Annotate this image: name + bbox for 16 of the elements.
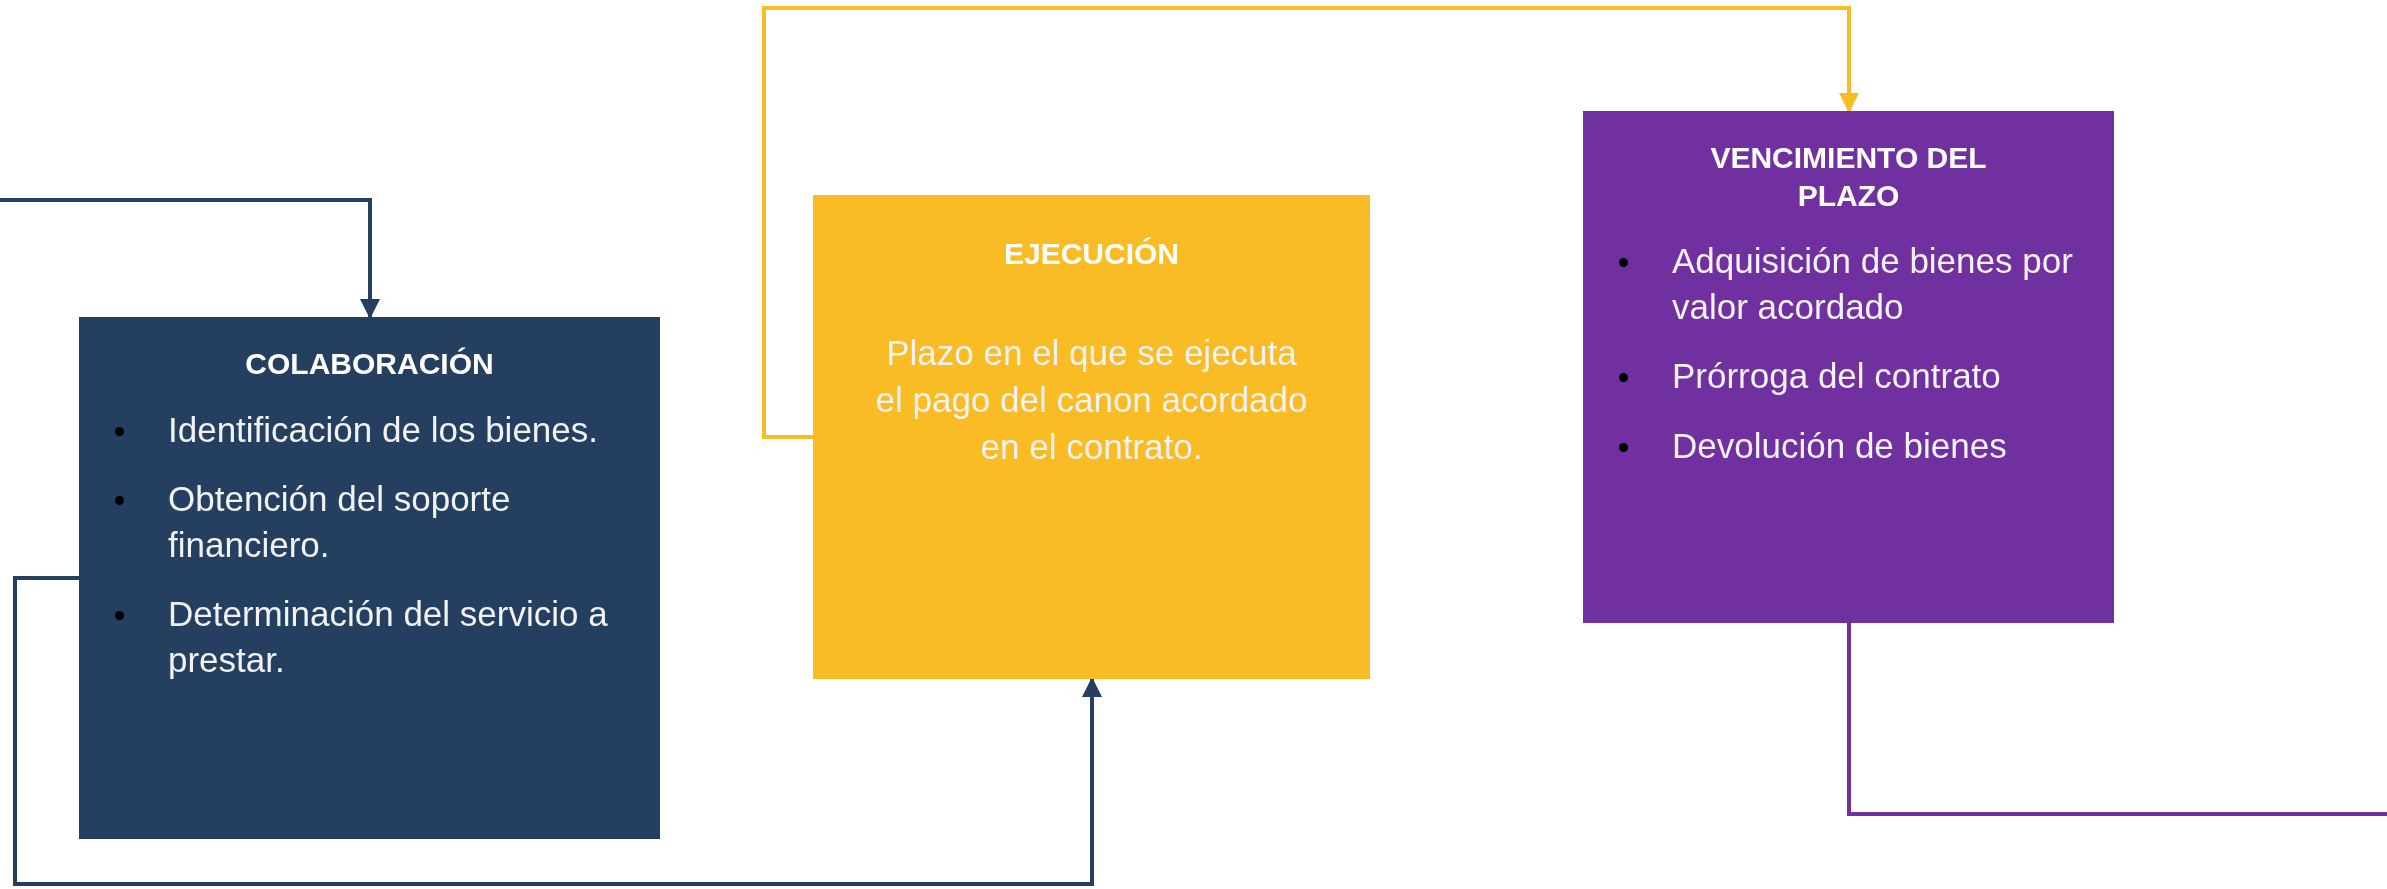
process-box [813,195,1370,679]
bullet-text: Prórroga del contrato [1672,355,2001,397]
box-heading: VENCIMIENTO DEL PLAZO [1709,140,1988,214]
process-box [1583,111,2114,623]
connector-arrow [762,6,1859,439]
bullet-text: Adquisición de bienes por valor acordado [1672,240,2074,328]
bullet-text: Determinación del servicio a prestar. [168,593,609,681]
bullet-text: Identificación de los bienes. [168,408,598,451]
connector-arrow [0,198,380,319]
box-heading: COLABORACIÓN [245,346,494,382]
bullet-text: Devolución de bienes [1672,424,2007,467]
box-heading: EJECUCIÓN [1003,236,1179,272]
connector-arrow [13,576,1102,886]
bullet-text: Obtención del soporte financiero. [168,478,512,566]
body-text: Plazo en el que se ejecuta el pago del canon acordado en el contrato. [874,331,1309,468]
process-box [79,317,660,839]
